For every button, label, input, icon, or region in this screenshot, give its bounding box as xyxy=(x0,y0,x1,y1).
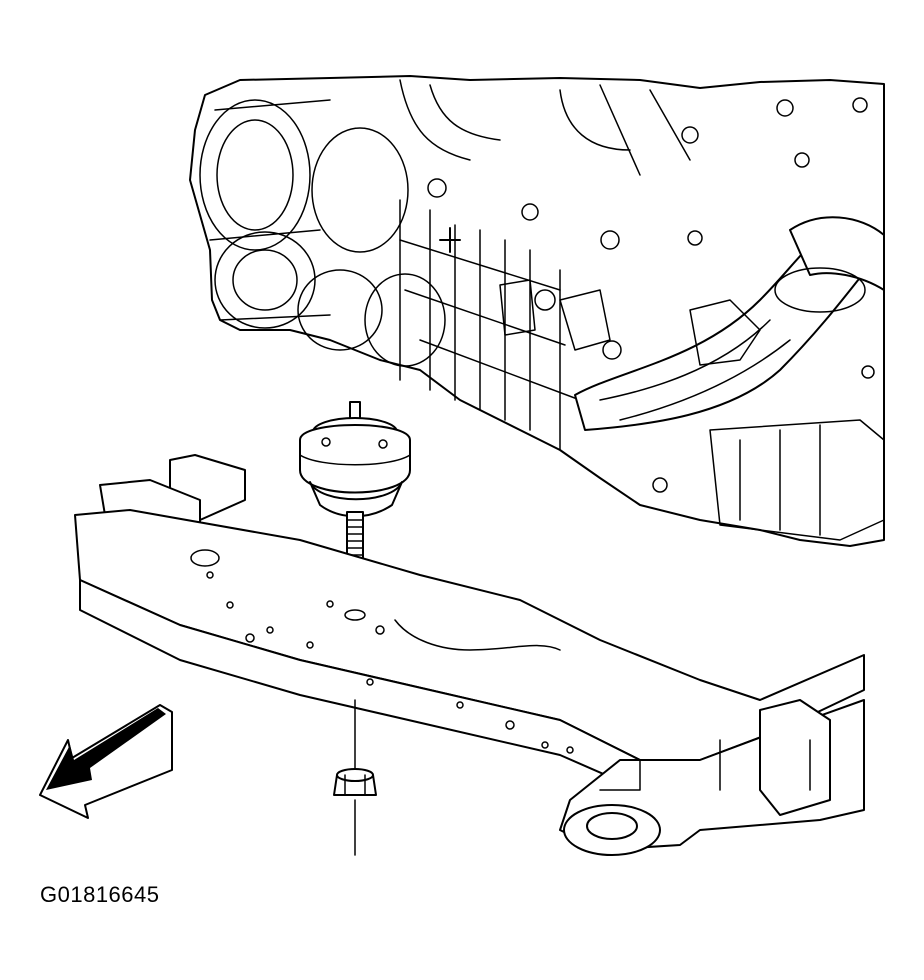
nut-icon xyxy=(333,699,377,856)
engine-assembly xyxy=(189,75,885,547)
figure-id-label: G01816645 xyxy=(40,882,160,907)
crossmember xyxy=(74,454,865,856)
engine-mount-icon xyxy=(299,401,411,621)
arrow-icon xyxy=(39,704,173,819)
